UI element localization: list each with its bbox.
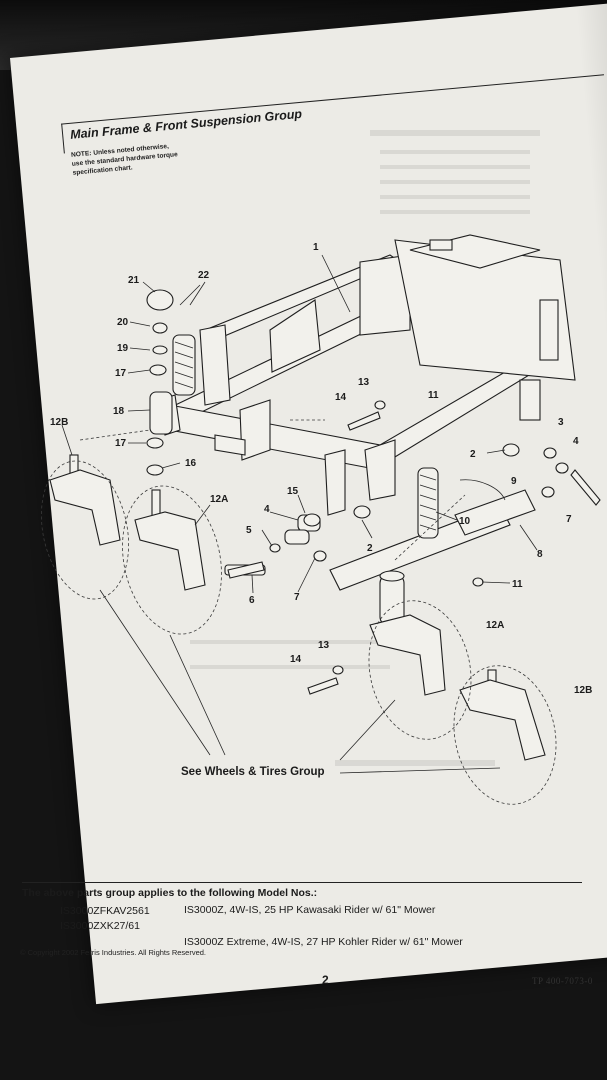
callout-21: 21 <box>128 275 140 286</box>
callout-7-right: 7 <box>566 514 572 525</box>
callout-2-right: 2 <box>470 449 476 460</box>
callout-5: 5 <box>246 525 252 536</box>
tires-outline <box>41 419 557 805</box>
callout-20: 20 <box>117 317 129 328</box>
callout-12b-right: 12B <box>574 685 592 696</box>
callout-16: 16 <box>185 458 197 469</box>
callout-11-lower: 11 <box>512 579 523 590</box>
front-axle-assembly <box>149 334 536 626</box>
callout-8: 8 <box>537 549 543 560</box>
model-description: IS3000Z Extreme, 4W-IS, 27 HP Kohler Rid… <box>184 936 463 948</box>
callout-17: 17 <box>115 368 127 379</box>
callout-10: 10 <box>459 516 471 527</box>
callout-13-lower: 13 <box>318 640 330 651</box>
callout-13-upper: 13 <box>358 377 370 388</box>
callout-12a-left: 12A <box>210 494 228 505</box>
spindle-brackets <box>49 469 546 761</box>
callout-18: 18 <box>113 406 125 417</box>
callout-14-upper: 14 <box>335 392 347 403</box>
exploded-parts-diagram: 1 21 22 20 19 17 18 12B 17 16 12A 13 14 … <box>41 130 601 805</box>
callout-19: 19 <box>117 343 129 354</box>
callout-3: 3 <box>558 417 564 428</box>
callout-labels: 1 21 22 20 19 17 18 12B 17 16 12A 13 14 … <box>50 242 592 778</box>
model-number: IS3000ZFKAV2561 <box>60 905 150 917</box>
page-number: 2 <box>322 973 329 987</box>
copyright: © Copyright 2002 Ferris Industries. All … <box>20 948 207 957</box>
callout-14-lower: 14 <box>290 654 302 665</box>
callout-12b-left: 12B <box>50 417 68 428</box>
main-frame <box>159 234 576 516</box>
model-description: IS3000Z, 4W-IS, 25 HP Kawasaki Rider w/ … <box>184 904 436 916</box>
applies-heading: The above parts group applies to the fol… <box>22 887 318 899</box>
callout-15: 15 <box>287 486 299 497</box>
bleed-through-text <box>190 130 540 766</box>
callout-1: 1 <box>313 242 319 253</box>
callout-4-left: 4 <box>264 504 270 515</box>
model-number: IS3000ZXK27/61 <box>60 920 140 932</box>
callout-9: 9 <box>511 476 517 487</box>
leader-lines <box>61 254 538 774</box>
hardware-items <box>69 284 601 701</box>
document-number: TP 400-7073-0 <box>532 976 593 986</box>
callout-11-upper: 11 <box>428 390 439 401</box>
footer-rule <box>22 882 582 883</box>
callout-22: 22 <box>198 270 210 281</box>
callout-12a-right: 12A <box>486 620 504 631</box>
callout-7-left: 7 <box>294 592 300 603</box>
callout-4-right: 4 <box>573 436 579 447</box>
see-wheels-tires-label: See Wheels & Tires Group <box>181 766 325 778</box>
callout-6: 6 <box>249 595 255 606</box>
callout-2-center: 2 <box>367 543 373 554</box>
callout-17-lower: 17 <box>115 438 127 449</box>
